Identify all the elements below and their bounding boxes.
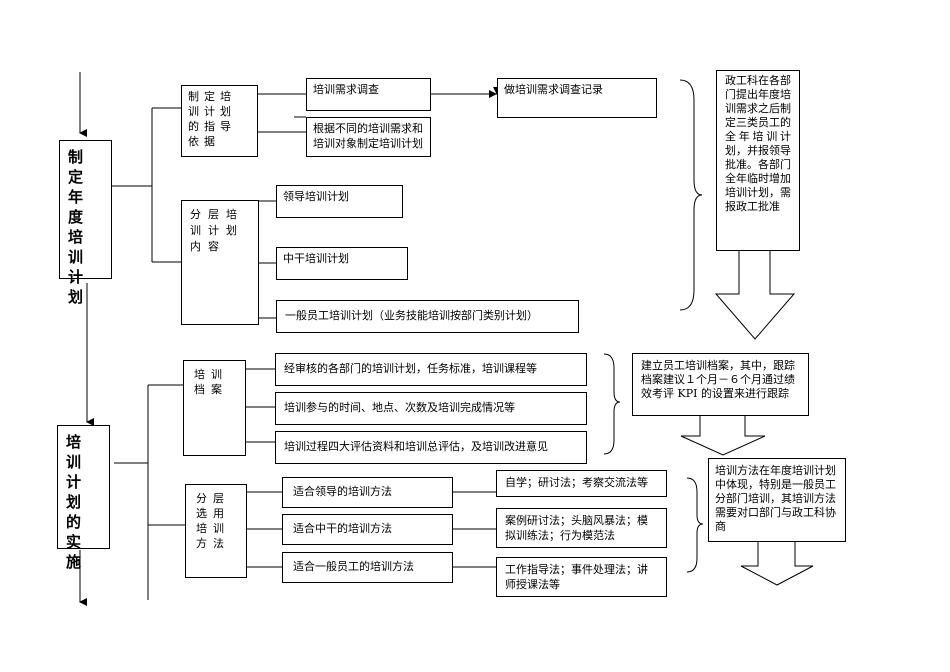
method-item-3: 适合一般员工的培训方法 — [282, 552, 453, 583]
block-arrow-1 — [714, 250, 796, 340]
method-item-3-label: 适合一般员工的培训方法 — [293, 560, 414, 573]
basis-item-2: 根据不同的培训需求和培训对象制定培训计划 — [306, 117, 431, 157]
archive-item-2-label: 培训参与的时间、地点、次数及培训完成情况等 — [284, 401, 515, 414]
archive-item-2: 培训参与的时间、地点、次数及培训完成情况等 — [275, 392, 587, 425]
implement-title-box: 培训计划的实施 — [57, 425, 110, 571]
method-detail-1-label: 自学；研讨法；考察交流法等 — [505, 476, 648, 489]
archive-box: 培训档案 — [183, 360, 246, 456]
method-detail-2: 案例研讨法；头脑风暴法；模拟训练法；行为模范法 — [496, 508, 667, 548]
block-arrow-2 — [680, 416, 766, 456]
method-item-2-label: 适合中干的培训方法 — [293, 522, 392, 535]
method-detail-1: 自学；研讨法；考察交流法等 — [496, 470, 667, 497]
archive-item-1: 经审核的各部门的培训计划，任务标准，培训课程等 — [275, 353, 587, 386]
level-item-3-label: 一般员工培训计划（业务技能培训按部门类别计划） — [285, 309, 538, 322]
implement-title: 培训计划的实施 — [66, 433, 86, 571]
methods-box: 分层选用培训方法 — [185, 484, 247, 578]
brace-plan — [679, 79, 703, 311]
plan-title: 制定年度培训计划 — [68, 148, 88, 306]
basis-item-1-label: 培训需求调查 — [313, 83, 379, 96]
plan-levels-label: 分层培训计划内容 — [190, 208, 244, 253]
archive-note-box: 建立员工培训档案，其中，跟踪档案建议１个月－６个月通过绩效考评 KPI 的设置来… — [632, 353, 809, 416]
archive-note-text: 建立员工培训档案，其中，跟踪档案建议１个月－６个月通过绩效考评 KPI 的设置来… — [641, 359, 795, 400]
level-item-2-label: 中干培训计划 — [283, 252, 349, 265]
plan-note-box: 政工科在各部门提出年度培训需求之后制定三类员工的全年培训计划，并报领导批准。各部… — [716, 70, 800, 251]
level-item-3: 一般员工培训计划（业务技能培训按部门类别计划） — [276, 300, 579, 333]
brace-archive — [603, 353, 621, 455]
method-detail-3-label: 工作指导法；事件处理法；讲师授课法等 — [505, 563, 648, 591]
basis-item-1: 培训需求调查 — [306, 78, 431, 111]
method-detail-3: 工作指导法；事件处理法；讲师授课法等 — [496, 557, 667, 597]
brace-methods — [686, 477, 704, 573]
methods-note-text: 培训方法在年度培训计划中体现，特别是一般员工分部门培训，其培训方法需要对口部门与… — [715, 464, 836, 533]
archive-item-3-label: 培训过程四大评估资料和培训总评估，及培训改进意见 — [284, 440, 548, 453]
level-item-1-label: 领导培训计划 — [283, 190, 349, 203]
method-detail-2-label: 案例研讨法；头脑风暴法；模拟训练法；行为模范法 — [505, 514, 648, 542]
basis-item-2-label: 根据不同的培训需求和培训对象制定培训计划 — [313, 122, 423, 150]
method-item-2: 适合中干的培训方法 — [282, 514, 453, 545]
method-item-1: 适合领导的培训方法 — [282, 477, 453, 508]
plan-levels-box: 分层培训计划内容 — [181, 200, 259, 325]
archive-item-3: 培训过程四大评估资料和培训总评估，及培训改进意见 — [275, 431, 587, 464]
block-arrow-3 — [740, 541, 814, 586]
arrow-record-head — [489, 90, 497, 98]
plan-basis-label: 制定培训计划的指导依据 — [188, 90, 236, 148]
methods-label: 分层选用培训方法 — [196, 492, 230, 550]
record-label: 做培训需求调查记录 — [504, 83, 603, 96]
record-box: 做培训需求调查记录 — [497, 78, 657, 118]
plan-title-box: 制定年度培训计划 — [59, 140, 112, 306]
plan-basis-box: 制定培训计划的指导依据 — [181, 85, 258, 157]
plan-note-text: 政工科在各部门提出年度培训需求之后制定三类员工的全年培训计划，并报领导批准。各部… — [725, 74, 791, 213]
method-item-1-label: 适合领导的培训方法 — [293, 485, 392, 498]
archive-item-1-label: 经审核的各部门的培训计划，任务标准，培训课程等 — [284, 362, 537, 375]
archive-label: 培训档案 — [194, 368, 228, 396]
level-item-1: 领导培训计划 — [276, 185, 403, 218]
level-item-2: 中干培训计划 — [276, 247, 408, 280]
methods-note-box: 培训方法在年度培训计划中体现，特别是一般员工分部门培训，其培训方法需要对口部门与… — [708, 458, 846, 542]
